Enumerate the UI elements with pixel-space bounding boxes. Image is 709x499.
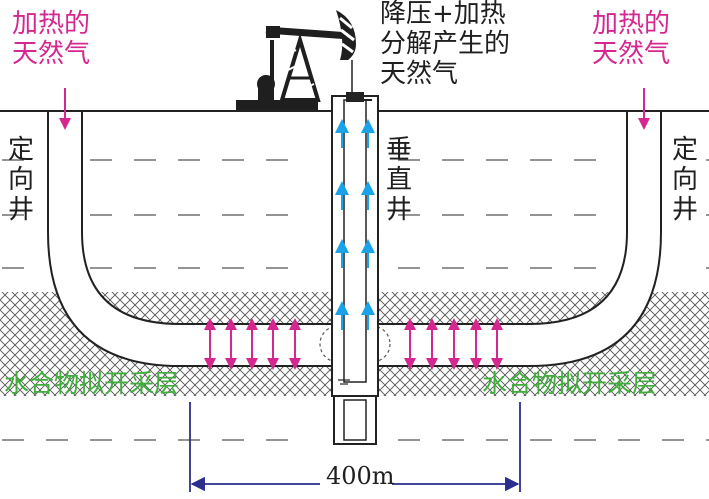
distance-label: 400m — [326, 462, 395, 490]
pump-jack-icon — [236, 10, 356, 110]
vertical-well-label: 垂直井 — [385, 135, 412, 225]
right-gas-label: 加热的 天然气 — [592, 9, 671, 69]
left-well-label: 定向井 — [7, 135, 34, 225]
right-well-label: 定向井 — [671, 135, 698, 225]
right-directional-well — [371, 110, 662, 367]
right-layer-label: 水合物拟开采层 — [482, 369, 658, 398]
dim-label-bg — [320, 466, 392, 492]
left-gas-label: 加热的 天然气 — [12, 9, 91, 69]
wellhead — [346, 92, 364, 102]
strata-dashes — [2, 159, 709, 441]
vertical-well-tubing — [343, 99, 367, 383]
left-layer-label: 水合物拟开采层 — [4, 369, 180, 398]
upflow-arrows — [335, 119, 375, 330]
well-pump — [343, 399, 367, 441]
heat-exchange-arrows — [204, 318, 503, 370]
center-gas-label: 降压+加热 分解产生的 天然气 — [380, 0, 511, 89]
